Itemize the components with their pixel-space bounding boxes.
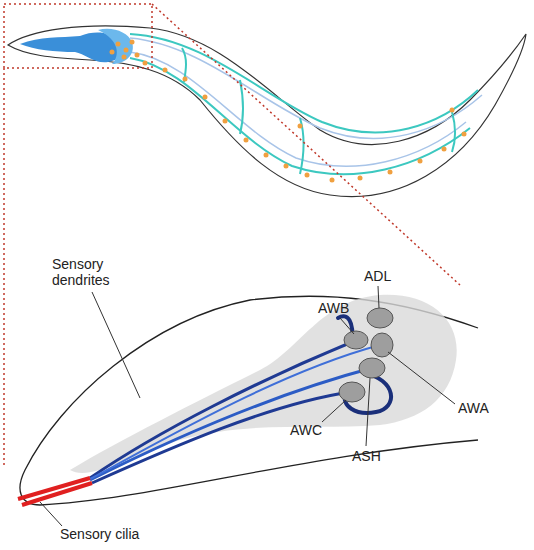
- cell-dot: [130, 40, 135, 45]
- neuron-label: AWC: [290, 422, 350, 438]
- worm-body: [8, 26, 526, 197]
- cell-dot: [358, 176, 363, 181]
- neuron-cell-bodies: [110, 40, 467, 183]
- cell-dot: [330, 178, 335, 183]
- cell-body: [367, 308, 393, 328]
- cell-dot: [124, 48, 129, 53]
- neuron-label: ADL: [364, 268, 424, 284]
- cell-dot: [163, 68, 168, 73]
- commissure: [182, 48, 455, 174]
- leader-line: [40, 502, 62, 526]
- cell-dot: [462, 132, 467, 137]
- cell-body: [339, 382, 365, 402]
- part-label: Sensory cilia: [60, 526, 200, 542]
- cell-dot: [418, 159, 423, 164]
- amphid-region: [70, 295, 457, 473]
- sensory-dendrite: [90, 345, 380, 479]
- leader-line: [322, 400, 346, 422]
- cell-dot: [388, 170, 393, 175]
- leader-line: [92, 292, 140, 398]
- sensory-cilia: [18, 478, 92, 505]
- cell-dot: [110, 50, 115, 55]
- nerve-cord: [130, 38, 482, 138]
- cell-dot: [122, 55, 127, 60]
- leader-line: [340, 318, 354, 334]
- cell-dot: [284, 164, 289, 169]
- cell-dot: [305, 173, 310, 178]
- nerve-ring: [98, 29, 133, 64]
- leader-line: [388, 352, 455, 404]
- nerve-cord: [130, 52, 466, 166]
- pharynx: [20, 33, 123, 63]
- cell-body: [344, 331, 368, 349]
- leader-line: [366, 378, 370, 446]
- cell-dot: [264, 153, 269, 158]
- cell-dot: [203, 95, 208, 100]
- neuron-label: ASH: [352, 448, 412, 464]
- nerve-cord: [130, 58, 470, 174]
- cell-dot: [442, 147, 447, 152]
- neuron-label: AWB: [318, 300, 378, 316]
- sensory-dendrite: [92, 392, 350, 483]
- cell-dot: [183, 77, 188, 82]
- cell-dot: [223, 119, 228, 124]
- cell-dot: [116, 42, 121, 47]
- cell-dot: [450, 108, 455, 113]
- cell-dot: [135, 53, 140, 58]
- cell-dot: [298, 124, 303, 129]
- zoom-box: [4, 4, 152, 68]
- cell-body: [359, 358, 385, 378]
- cell-dot: [143, 61, 148, 66]
- part-label: Sensory dendrites: [52, 256, 132, 288]
- leader-line: [378, 286, 379, 308]
- neuron-label: AWA: [458, 400, 518, 416]
- cell-dot: [244, 138, 249, 143]
